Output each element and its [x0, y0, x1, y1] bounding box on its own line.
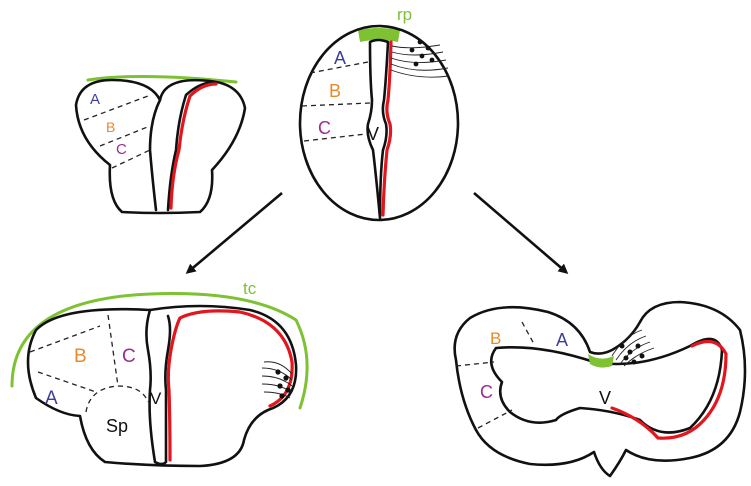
red-layer-top-left	[171, 84, 216, 208]
dash-C-V	[30, 326, 100, 352]
label-A: A	[334, 48, 346, 68]
section-bottom-left: tc A B C V Sp	[12, 279, 307, 466]
label-A: A	[90, 91, 100, 108]
arrow-to-bottom-right	[474, 193, 566, 272]
dash-2	[456, 362, 494, 366]
label-B: B	[490, 329, 501, 348]
ventricle-slit	[146, 310, 170, 464]
label-V: V	[367, 124, 379, 144]
label-B: B	[329, 81, 341, 101]
label-C: C	[480, 382, 493, 402]
domain-boundary-3	[304, 134, 366, 141]
right-inner-wall	[168, 82, 215, 210]
arrows	[188, 193, 566, 272]
label-Sp: Sp	[106, 416, 128, 436]
label-rp: rp	[397, 5, 412, 24]
section-outline	[28, 306, 296, 466]
left-inner-wall	[150, 100, 160, 210]
label-A: A	[556, 330, 568, 350]
label-B: B	[106, 119, 115, 135]
dash-1	[522, 322, 534, 344]
label-C: C	[318, 118, 331, 138]
label-V: V	[150, 389, 162, 408]
section-top-left: A B C	[76, 76, 245, 213]
dash-3	[478, 410, 512, 428]
commissural-fibers	[391, 45, 449, 77]
label-C: C	[116, 141, 127, 158]
dash-B-C	[108, 315, 118, 386]
label-tc: tc	[243, 279, 257, 298]
domain-boundary-2	[302, 103, 370, 106]
label-A: A	[45, 388, 58, 409]
label-B: B	[74, 346, 87, 367]
arrow-to-bottom-left	[188, 193, 282, 272]
floor-plate-green	[588, 354, 614, 368]
label-V: V	[599, 388, 611, 408]
section-bottom-right: B A C V	[455, 302, 745, 476]
label-C: C	[122, 346, 136, 367]
neural-tube-top-center: rp A B C V	[300, 5, 458, 220]
red-layer-bottom-left	[168, 311, 292, 460]
sp-region-boundary	[86, 386, 148, 412]
